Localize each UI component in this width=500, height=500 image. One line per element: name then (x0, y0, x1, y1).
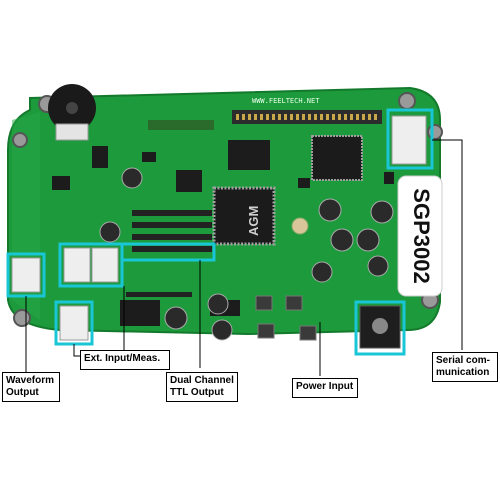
callout-serial-line2: munication (436, 367, 490, 378)
model-sticker: SGP3002 (397, 175, 443, 297)
callout-dual-ttl: Dual Channel TTL Output (166, 372, 238, 402)
callout-waveform-line2: Output (6, 387, 39, 398)
capacitors (99, 167, 394, 341)
inductors (255, 295, 317, 341)
callout-serial-line1: Serial com- (436, 355, 490, 366)
mcu-chip (311, 135, 363, 181)
serial-connector-highlight (386, 108, 434, 170)
resistor-array (126, 210, 212, 297)
callout-ext-input: Ext. Input/Meas. (80, 350, 170, 370)
callout-leaders (25, 139, 463, 380)
callout-power-input: Power Input (292, 378, 358, 398)
ttl-output-pins-highlight (120, 242, 216, 262)
ttl-connectors-highlight (58, 242, 124, 288)
callout-waveform-line1: Waveform (6, 375, 54, 386)
connectors (11, 115, 427, 349)
fpga-chip: AGM (212, 186, 276, 246)
callout-dual-ttl-line2: TTL Output (170, 387, 224, 398)
top-pin-header (148, 110, 382, 130)
callout-ext-input-text: Ext. Input/Meas. (84, 353, 161, 364)
callout-dual-ttl-line1: Dual Channel (170, 375, 234, 386)
buzzer (48, 84, 96, 141)
power-jack-highlight (354, 300, 406, 356)
pcb-url-silkscreen: WWW.FEELTECH.NET (252, 97, 320, 105)
fpga-chip-logo: AGM (246, 206, 261, 236)
callout-power-input-text: Power Input (296, 381, 354, 392)
callout-waveform-output: Waveform Output (2, 372, 60, 402)
callout-serial-comm: Serial com- munication (432, 352, 498, 382)
small-ics (52, 140, 394, 326)
model-label-text: SGP3002 (409, 188, 434, 283)
